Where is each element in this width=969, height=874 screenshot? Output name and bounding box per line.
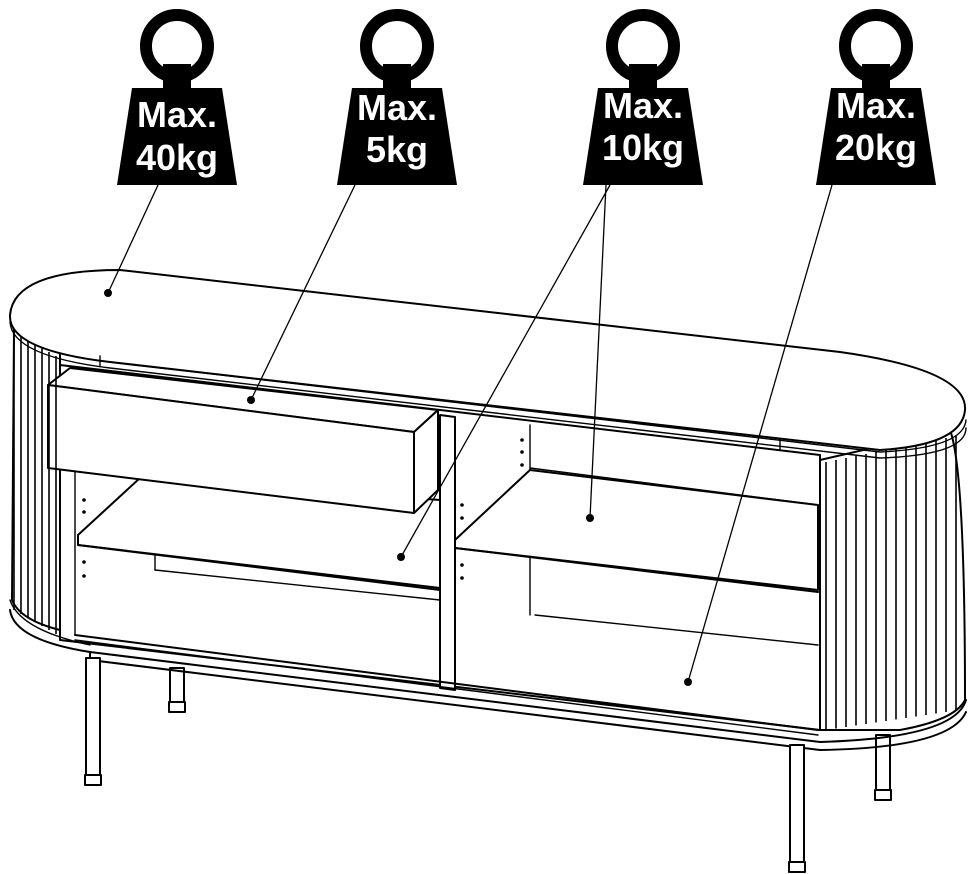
shelf-right (454, 469, 819, 591)
leader-dot-top (104, 289, 112, 297)
leader-top (107, 184, 159, 294)
shelf-holes (82, 438, 524, 580)
leader-drawer (250, 184, 356, 401)
leader-shelf-right (589, 184, 607, 519)
weight-drawer-line2: 5kg (366, 129, 428, 170)
leader-bottom (687, 184, 833, 683)
leader-shelf-left (400, 184, 611, 558)
leader-dot-bottom (684, 678, 692, 686)
weight-icon-shelves-10kg: Max. 10kg (583, 9, 703, 185)
tambour-door-right (825, 436, 957, 730)
weight-shelves-line1: Max. (603, 85, 683, 126)
weight-bottom-line2: 20kg (835, 127, 917, 168)
leader-dot-drawer (247, 396, 255, 404)
tambour-door-left (13, 332, 57, 634)
weight-top-line2: 40kg (136, 137, 218, 178)
leg-back-left (168, 667, 186, 713)
weight-icon-drawer-5kg: Max. 5kg (337, 9, 457, 185)
cabinet-top (8, 269, 967, 459)
leg-back-right (874, 734, 892, 801)
leader-dot-shelf-right (586, 514, 594, 522)
leader-lines (104, 184, 833, 686)
leg-front-right (788, 744, 806, 873)
weight-drawer-line1: Max. (357, 87, 437, 128)
weight-icon-top-40kg: Max. 40kg (117, 9, 237, 185)
weight-top-line1: Max. (137, 94, 217, 135)
cabinet-body (11, 299, 966, 736)
leader-dot-shelf-left (397, 553, 405, 561)
weight-shelves-line2: 10kg (602, 127, 684, 168)
leg-front-left (84, 657, 102, 786)
weight-bottom-line1: Max. (836, 85, 916, 126)
cabinet-base (9, 599, 967, 751)
weight-icon-bottom-20kg: Max. 20kg (816, 9, 936, 185)
drawer (47, 367, 439, 514)
